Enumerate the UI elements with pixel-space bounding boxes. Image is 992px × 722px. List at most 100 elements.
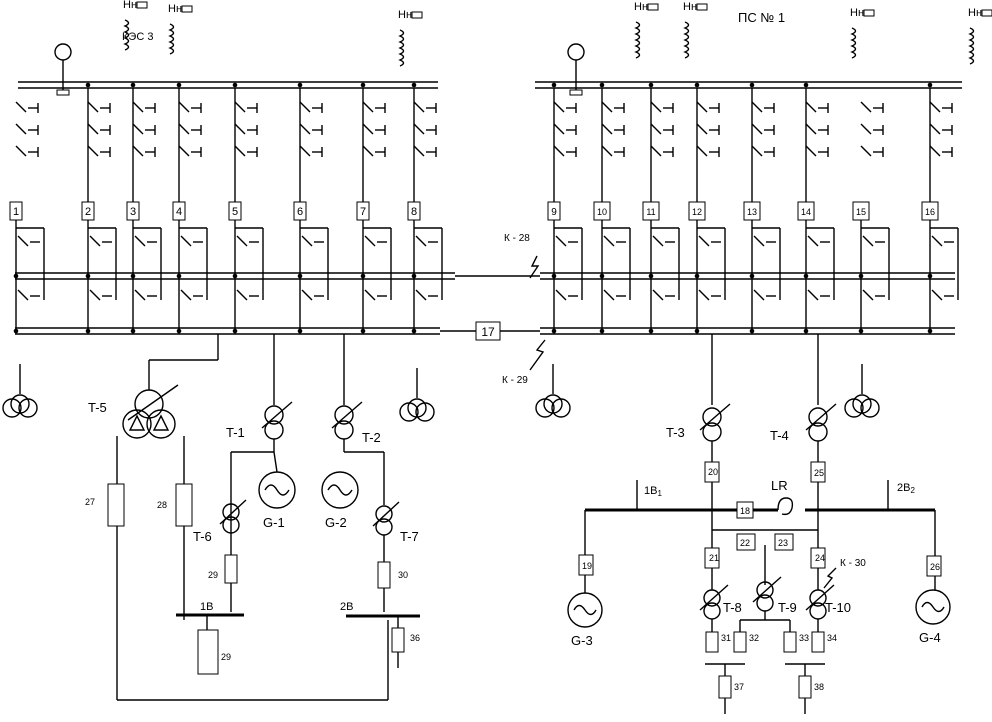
bus-1b-label: 1B <box>200 601 213 613</box>
aux-3w-transformer <box>535 364 571 418</box>
fault-arrow-k30 <box>823 567 837 589</box>
nn-label: Нн <box>123 0 137 11</box>
g3-label: G-3 <box>571 633 593 648</box>
t8-label: T-8 <box>723 600 742 615</box>
coil: Нн <box>968 7 992 65</box>
station-transformer <box>54 43 72 96</box>
feeder-column <box>176 82 208 334</box>
feeder-column <box>927 82 959 334</box>
sectional-17: 17 <box>440 275 540 341</box>
feeder-9-label: 9 <box>551 207 557 218</box>
g4-group <box>915 510 951 625</box>
feeder-11-label: 11 <box>646 207 655 217</box>
feeder-column <box>599 82 631 334</box>
svg-text:38: 38 <box>814 682 824 692</box>
station-transformer <box>567 43 585 96</box>
feeder-14-label: 14 <box>801 207 811 217</box>
svg-text:33: 33 <box>799 633 809 643</box>
svg-text:29: 29 <box>221 652 231 662</box>
feeder-15-label: 15 <box>856 207 866 217</box>
feeder-column <box>551 82 583 334</box>
top-bus-left <box>18 81 438 89</box>
svg-text:24: 24 <box>815 553 825 563</box>
box-18 <box>736 501 754 519</box>
nn-label: Нн <box>968 7 982 19</box>
svg-text:31: 31 <box>721 633 731 643</box>
svg-text:25: 25 <box>814 468 824 478</box>
t8-t9-t10-group <box>699 510 835 714</box>
bus-2b2-label: 2B2 <box>897 482 915 495</box>
t7-label: T-7 <box>400 529 419 544</box>
feeder-column <box>749 82 781 334</box>
fault-k30: К - 30 <box>840 558 866 569</box>
t1-label: T-1 <box>226 425 245 440</box>
fault-arrow-k29 <box>529 339 546 371</box>
svg-text:18: 18 <box>740 506 750 516</box>
top-bus-right <box>535 81 962 89</box>
feeder-labels-left: 1 2 3 4 5 6 7 8 <box>9 201 421 221</box>
coil: Нн <box>398 9 423 67</box>
t10-label: T-10 <box>825 600 851 615</box>
feeder-5-label: 5 <box>232 206 238 218</box>
main-bus-lower <box>15 327 955 335</box>
feeder-column <box>297 82 329 334</box>
feeder-1-label: 1 <box>13 206 19 218</box>
svg-text:21: 21 <box>709 553 719 563</box>
svg-text:26: 26 <box>930 562 940 572</box>
feeder-7-label: 7 <box>360 206 366 218</box>
feeder-column <box>360 82 392 334</box>
feeder-column <box>648 82 680 334</box>
t3-label: T-3 <box>666 425 685 440</box>
svg-text:22: 22 <box>740 538 750 548</box>
coil: Нн <box>683 1 708 59</box>
svg-text:36: 36 <box>410 633 420 643</box>
feeder-column <box>411 82 443 334</box>
feeder-column <box>130 82 162 334</box>
feeder-column <box>858 101 890 334</box>
fault-k28: К - 28 <box>504 233 530 244</box>
aux-3w-transformer <box>399 368 435 422</box>
aux-3w-transformer <box>844 364 880 418</box>
reactor-28 <box>175 483 193 527</box>
feeder-16-label: 16 <box>925 207 935 217</box>
feeder-column <box>232 82 264 334</box>
svg-text:20: 20 <box>708 467 718 477</box>
feeder-column <box>13 101 45 334</box>
g4-label: G-4 <box>919 630 941 645</box>
feeder-column <box>694 82 726 334</box>
svg-text:19: 19 <box>582 561 592 571</box>
bus-2b-label: 2B <box>340 601 353 613</box>
fault-arrow-k28 <box>529 255 540 279</box>
feeder-column <box>803 82 835 334</box>
t6-group <box>219 499 247 584</box>
nn-label: Нн <box>168 3 182 15</box>
aux-3w-transformer <box>2 364 38 418</box>
t5-group <box>116 334 389 701</box>
svg-text:28: 28 <box>157 500 167 510</box>
nn-label: Нн <box>683 1 697 13</box>
feeder-4-label: 4 <box>176 206 182 218</box>
feeder-10-label: 10 <box>597 207 607 217</box>
bus-1b1-label: 1B1 <box>644 485 662 498</box>
coil: Нн <box>634 1 659 59</box>
t4-group <box>805 334 837 510</box>
nn-label: Нн <box>398 9 412 21</box>
g1-label: G-1 <box>263 515 285 530</box>
feeder-8-label: 8 <box>411 206 417 218</box>
t3-group <box>699 334 731 510</box>
feeder-2-label: 2 <box>85 206 91 218</box>
feeder-12-label: 12 <box>692 207 702 217</box>
t6-label: T-6 <box>193 529 212 544</box>
fault-k29: К - 29 <box>502 375 528 386</box>
feeder-13-label: 13 <box>747 207 757 217</box>
ps-label: ПС № 1 <box>738 10 785 25</box>
bus-2b <box>346 614 420 668</box>
feeder-6-label: 6 <box>297 206 303 218</box>
g2-label: G-2 <box>325 515 347 530</box>
nn-label: Нн <box>850 7 864 19</box>
coil: Нн <box>123 0 148 51</box>
t2-g2-group <box>321 334 385 509</box>
bus-1b1 <box>585 480 935 512</box>
